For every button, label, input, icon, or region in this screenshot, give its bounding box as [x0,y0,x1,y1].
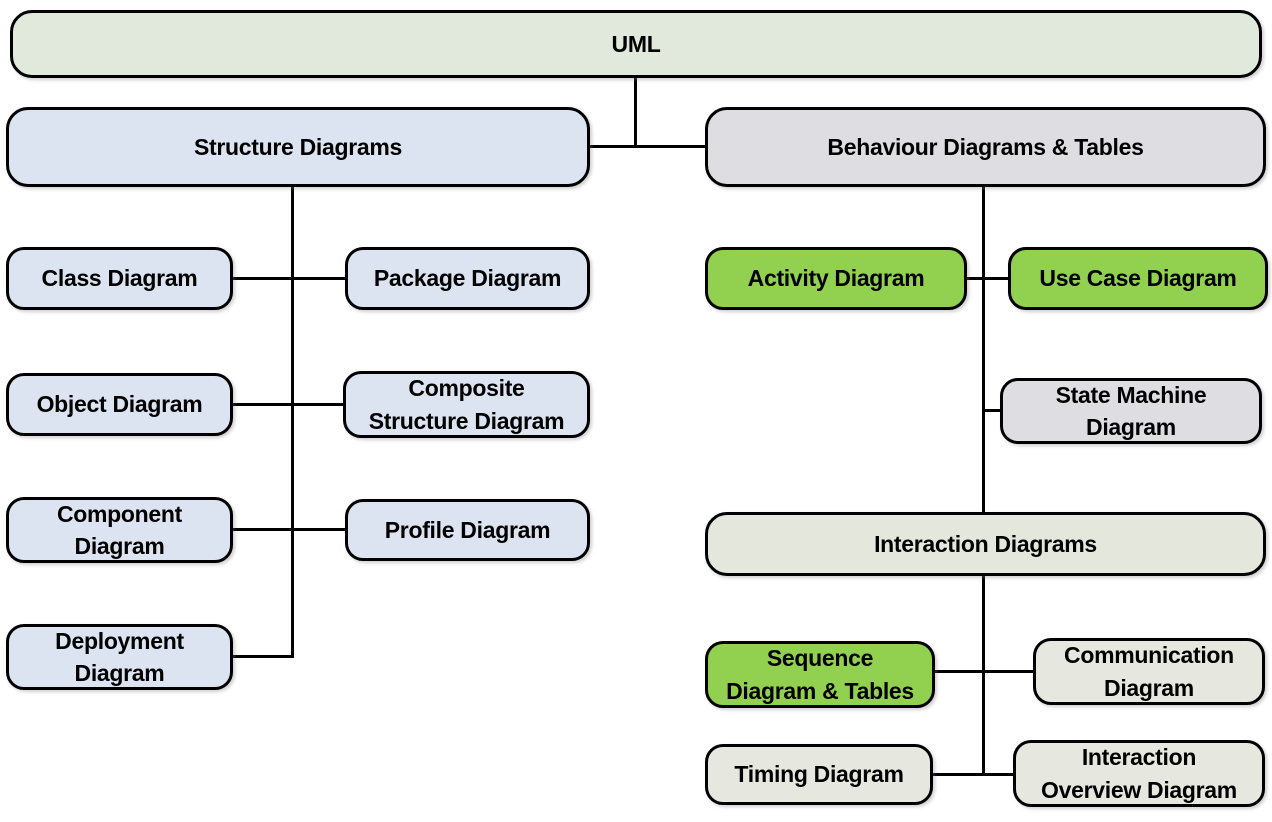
connector-structure-trunk [291,185,294,658]
node-structure-diagrams: Structure Diagrams [6,107,590,187]
node-class-diagram: Class Diagram [6,247,233,310]
node-use-case-diagram: Use Case Diagram [1008,247,1268,310]
node-timing-diagram: Timing Diagram [705,744,933,805]
connector-activity-usecase [965,277,1010,280]
node-profile-diagram: Profile Diagram [345,499,590,561]
connector-object-composite [231,403,344,406]
node-object-diagram: Object Diagram [6,373,233,436]
connector-statemachine [982,409,1002,412]
node-behaviour-diagrams-tables: Behaviour Diagrams & Tables [705,107,1266,187]
connector-behaviour-trunk [982,185,985,776]
connector-deployment [231,655,294,658]
node-state-machine-diagram: State Machine Diagram [1000,378,1262,444]
node-package-diagram: Package Diagram [345,247,590,310]
connector-uml-children [588,145,706,148]
connector-sequence-communication [933,670,1035,673]
node-interaction-overview-diagram: Interaction Overview Diagram [1013,740,1265,807]
node-uml: UML [10,10,1262,78]
node-deployment-diagram: Deployment Diagram [6,624,233,690]
connector-class-package [231,277,346,280]
node-interaction-diagrams: Interaction Diagrams [705,512,1266,576]
node-activity-diagram: Activity Diagram [705,247,967,310]
node-sequence-diagram-tables: Sequence Diagram & Tables [705,641,935,708]
connector-timing-overview [933,773,1015,776]
node-composite-structure-diagram: Composite Structure Diagram [343,371,590,438]
node-communication-diagram: Communication Diagram [1033,638,1265,705]
node-component-diagram: Component Diagram [6,497,233,563]
connector-uml-stem [634,78,637,148]
connector-component-profile [231,528,346,531]
